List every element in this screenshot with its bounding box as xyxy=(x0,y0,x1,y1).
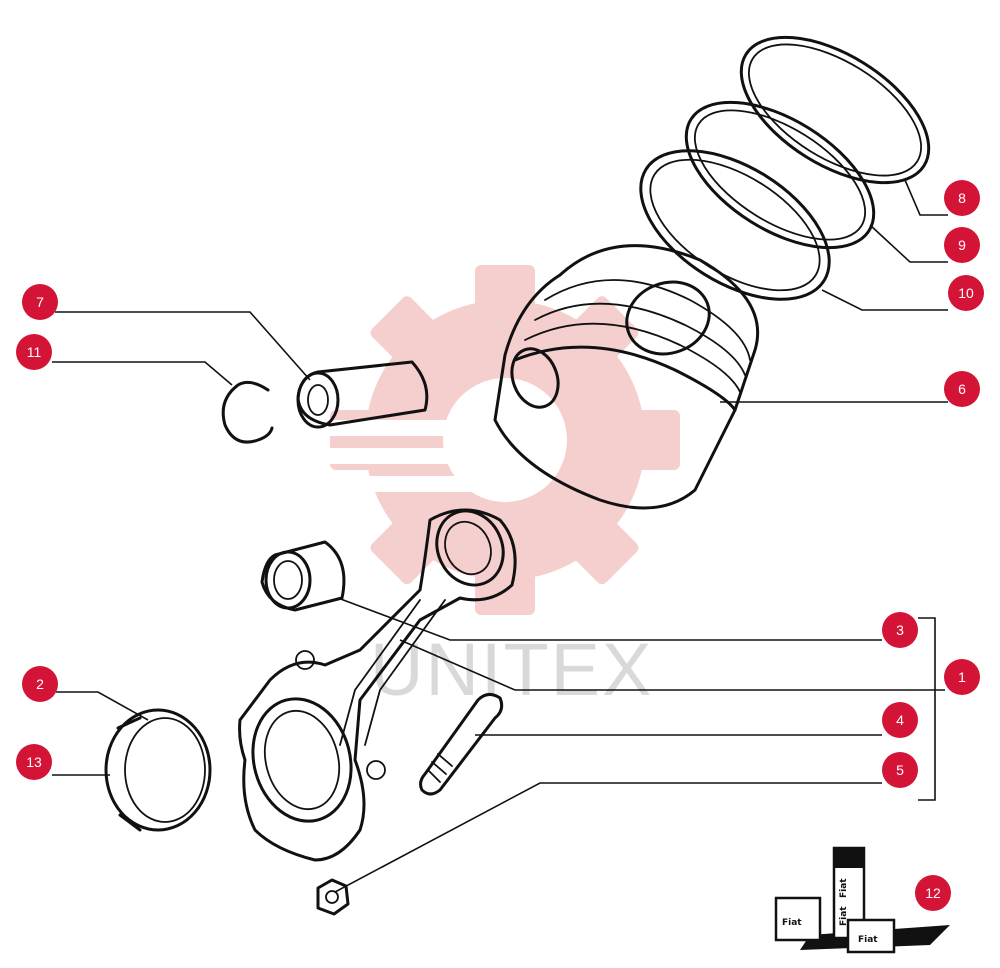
callout-1: 1 xyxy=(944,659,980,695)
sealant-label-3: Fiat xyxy=(782,918,802,928)
piston-ring-9 xyxy=(684,100,876,250)
cap-bolt xyxy=(419,693,504,796)
callout-13: 13 xyxy=(16,744,52,780)
callout-3-label: 3 xyxy=(896,622,904,638)
small-end-bush xyxy=(260,540,346,612)
callout-9: 9 xyxy=(944,227,980,263)
callout-1-label: 1 xyxy=(958,669,966,685)
callout-4: 4 xyxy=(882,702,918,738)
callout-12: 12 xyxy=(915,875,951,911)
callout-10: 10 xyxy=(948,275,984,311)
watermark-text: UNITEX xyxy=(370,628,653,711)
callout-7-label: 7 xyxy=(36,294,44,310)
watermark: UNITEX xyxy=(300,265,680,711)
callout-2-label: 2 xyxy=(36,676,44,692)
callout-5: 5 xyxy=(882,752,918,788)
callout-13-label: 13 xyxy=(26,754,42,770)
gudgeon-pin xyxy=(296,360,429,429)
leader-lines xyxy=(52,179,948,893)
piston-ring-10 xyxy=(639,149,831,301)
cap-nut xyxy=(316,878,350,916)
callout-8: 8 xyxy=(944,180,980,216)
callout-11: 11 xyxy=(16,334,52,370)
callout-2: 2 xyxy=(22,666,58,702)
callouts: 8 9 10 7 11 6 3 1 2 4 13 5 12 xyxy=(16,180,984,911)
callout-12-label: 12 xyxy=(925,885,941,901)
connecting-rod xyxy=(238,508,517,862)
callout-6: 6 xyxy=(944,371,980,407)
sealant-label-1: Fiat xyxy=(839,878,849,898)
watermark-gear-icon xyxy=(300,265,680,615)
sealant-label-2: Fiat xyxy=(839,906,849,926)
callout-7: 7 xyxy=(22,284,58,320)
sealant-kit: Fiat Fiat Fiat Fiat xyxy=(774,846,950,954)
piston xyxy=(493,244,760,510)
big-end-bearing-shells xyxy=(104,708,212,832)
callout-9-label: 9 xyxy=(958,237,966,253)
callout-6-label: 6 xyxy=(958,381,966,397)
callout-10-label: 10 xyxy=(958,285,974,301)
callout-5-label: 5 xyxy=(896,762,904,778)
callout-3: 3 xyxy=(882,612,918,648)
circlip xyxy=(221,380,274,444)
callout-8-label: 8 xyxy=(958,190,966,206)
callout-4-label: 4 xyxy=(896,712,904,728)
callout-11-label: 11 xyxy=(27,344,42,360)
sealant-label-4: Fiat xyxy=(858,935,878,945)
piston-ring-8 xyxy=(739,35,931,185)
